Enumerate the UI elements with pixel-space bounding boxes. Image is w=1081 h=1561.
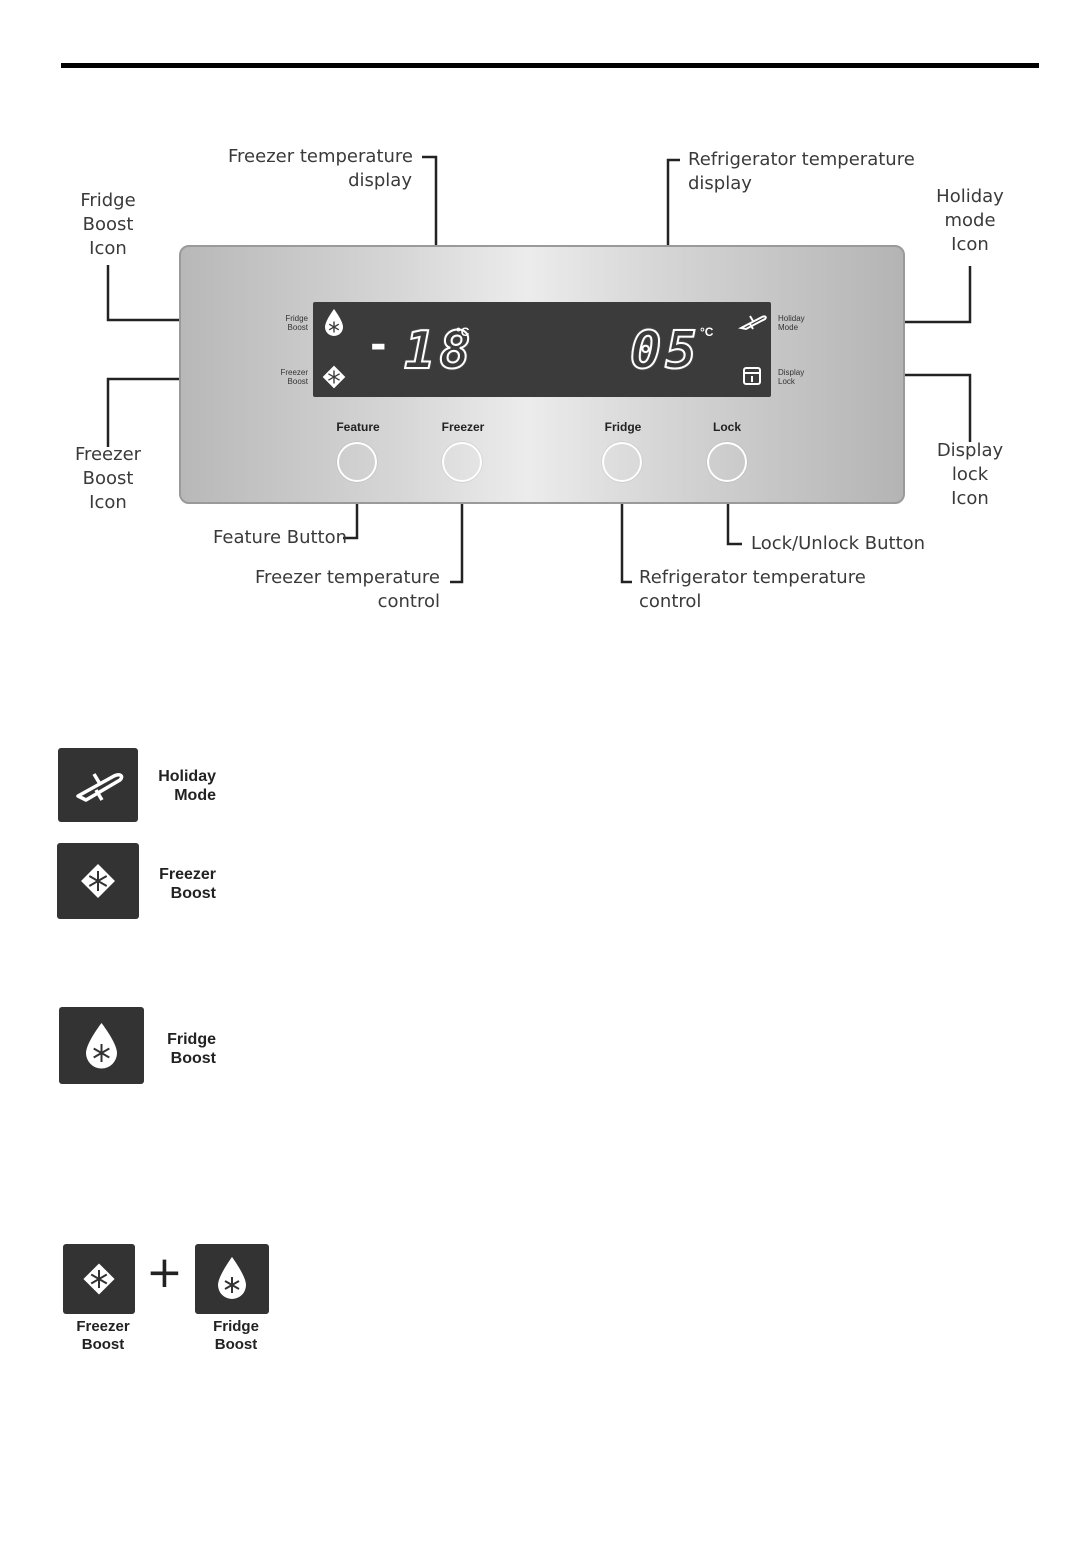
panel-label-display-lock: Display Lock — [778, 368, 805, 386]
feature-button-label: Feature — [336, 420, 380, 434]
callout-fridge-temp-display: Refrigerator temperature display — [688, 149, 915, 194]
callout-freezer-temp-control: Freezer temperature control — [255, 567, 440, 612]
callout-fridge-temp-control: Refrigerator temperature control — [639, 567, 866, 612]
legend-fridge-boost-label: Fridge Boost — [167, 1031, 216, 1067]
lock-button-label: Lock — [712, 420, 741, 434]
freezer-button-label: Freezer — [441, 420, 485, 434]
callout-display-lock-icon: Display lock Icon — [936, 440, 1004, 509]
lcd-display-lock-icon — [743, 367, 761, 385]
combo-plus-sign: + — [146, 1247, 183, 1298]
callout-freezer-boost-icon: Freezer Boost Icon — [74, 444, 142, 513]
feature-button[interactable] — [337, 442, 377, 482]
legend-fridge-boost-tile — [59, 1007, 144, 1084]
freezer-temp-sign: - — [370, 322, 387, 368]
panel-label-fridge-boost: Fridge Boost — [285, 314, 308, 332]
fridge-temp-value: 05 — [629, 321, 701, 381]
combo-freezer-boost-tile — [63, 1244, 135, 1314]
legend-freezer-boost-tile — [57, 843, 139, 919]
panel-label-freezer-boost: Freezer Boost — [280, 368, 308, 386]
legend-holiday-tile — [58, 748, 138, 822]
droplet-snowflake-icon — [86, 1023, 117, 1069]
callout-holiday-mode-icon: Holiday mode Icon — [936, 186, 1004, 255]
legend-holiday-label: Holiday Mode — [158, 768, 216, 804]
callout-feature-button: Feature Button — [213, 527, 348, 548]
combo-fridge-boost-label: Fridge Boost — [213, 1318, 259, 1353]
callout-lock-unlock-button: Lock/Unlock Button — [751, 533, 926, 554]
leader-freezer-control — [450, 484, 464, 584]
fridge-button[interactable] — [602, 442, 642, 482]
snowflake-diamond-icon — [83, 1263, 115, 1295]
freezer-temp-unit: °C — [456, 325, 470, 339]
lcd-fridge-boost-icon — [325, 309, 343, 336]
leader-fridge-control — [620, 484, 632, 584]
lcd-display — [313, 302, 771, 397]
combo-freezer-boost-label: Freezer Boost — [76, 1318, 130, 1353]
legend-freezer-boost-label: Freezer Boost — [159, 866, 216, 902]
lock-button[interactable] — [707, 442, 747, 482]
fridge-temp-unit: °C — [700, 325, 714, 339]
top-rule — [61, 63, 1039, 68]
freezer-button[interactable] — [442, 442, 482, 482]
panel-label-holiday-mode: Holiday Mode — [778, 314, 805, 332]
leader-lock-button — [726, 484, 742, 546]
combo-fridge-boost-tile — [195, 1244, 269, 1314]
callout-freezer-temp-display: Freezer temperature display — [228, 146, 413, 191]
lcd-freezer-boost-icon — [322, 365, 346, 389]
airplane-icon — [76, 773, 124, 802]
fridge-button-label: Fridge — [604, 420, 642, 434]
freezer-temp-value: 18 — [403, 321, 475, 381]
lcd-holiday-mode-icon — [738, 315, 767, 331]
callout-fridge-boost-icon: Fridge Boost Icon — [80, 190, 136, 259]
snowflake-diamond-icon — [81, 864, 115, 898]
droplet-snowflake-icon — [218, 1257, 246, 1299]
